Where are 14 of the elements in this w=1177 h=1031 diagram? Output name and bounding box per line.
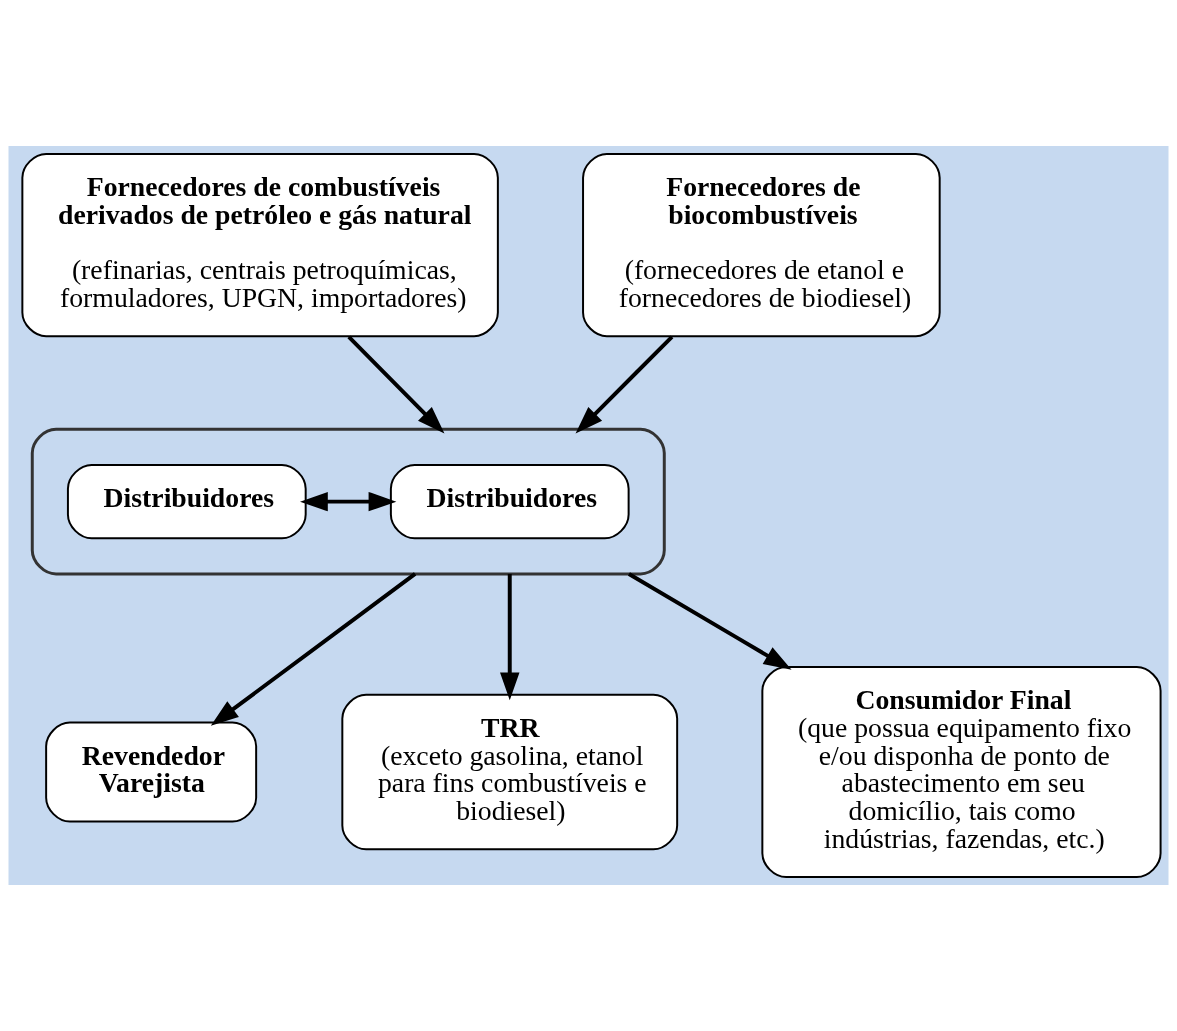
arrow — [347, 335, 445, 434]
arrow — [575, 335, 674, 434]
node-box: Distribuidores — [389, 464, 630, 540]
node-box: Fornecedores de combustíveis derivados de petróleo e gás natural (refinarias, centrais petroquímicas, formuladores, UPGN, importadores) — [21, 152, 499, 338]
arrow — [500, 573, 520, 701]
arrow — [210, 572, 417, 726]
node-box: Fornecedores de biocombustíveis (fornecedores de etanol e fornecedores de biodiesel) — [582, 152, 941, 338]
node-box: Revendedor Varejista — [45, 721, 258, 823]
arrow — [300, 491, 397, 512]
node-box: Distribuidores — [66, 464, 307, 540]
arrow — [627, 572, 792, 670]
node-box: Consumidor Final (que possua equipamento fixo e/ou disponha de ponto de abastecimento em seu domicílio, tais como indústrias, fazendas, etc.) — [761, 666, 1162, 879]
cluster — [30, 427, 666, 576]
node-box: TRR (exceto gasolina, etanol para fins combustíveis e biodiesel) — [341, 693, 679, 851]
